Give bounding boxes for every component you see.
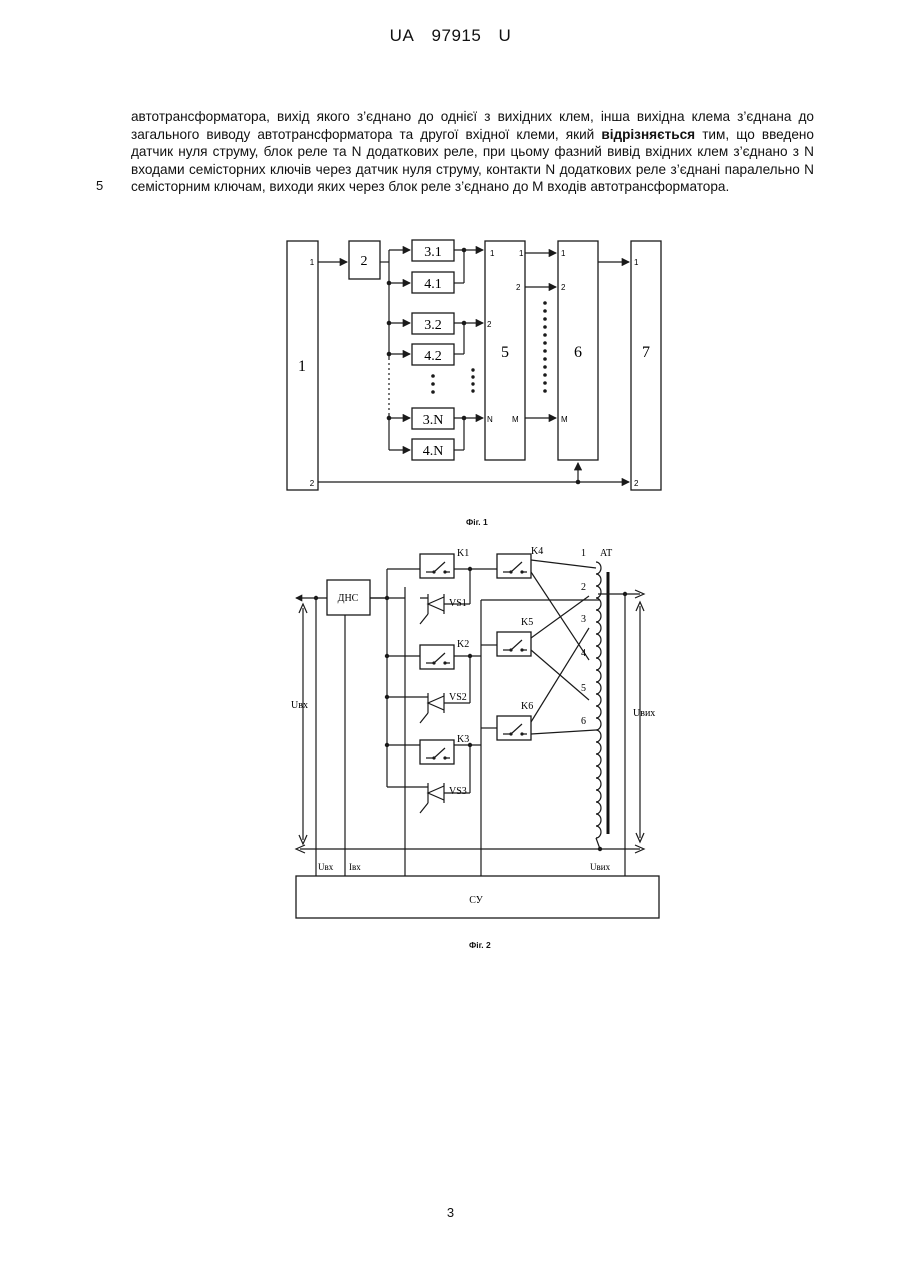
relay-k4 xyxy=(497,554,531,578)
u-out-label: Uвих xyxy=(633,708,655,719)
junction xyxy=(314,596,318,600)
u-in-label: Uвх xyxy=(291,700,308,711)
relay-k4-label: K4 xyxy=(531,546,543,557)
relay-k3 xyxy=(420,740,454,764)
relay-k3-label: K3 xyxy=(457,734,469,745)
relay-k6 xyxy=(497,716,531,740)
triac-vs3-label: VS3 xyxy=(449,786,467,797)
tap-4: 4 xyxy=(581,648,586,659)
triac-vs2-label: VS2 xyxy=(449,692,467,703)
wire-k6-tap-3 xyxy=(531,628,589,722)
su-input-u-out: Uвих xyxy=(590,862,611,872)
junction xyxy=(385,596,389,600)
su-input-i-in: Iвх xyxy=(349,862,361,872)
tap-6: 6 xyxy=(581,716,586,727)
wire-k6-tap-6 xyxy=(531,730,596,734)
tap-1: 1 xyxy=(581,548,586,559)
autotransformer-label: AT xyxy=(600,548,612,559)
wire-k4-tap-1 xyxy=(531,560,596,568)
su-input-u-in: Uвх xyxy=(318,862,334,872)
relay-k1-label: K1 xyxy=(457,548,469,559)
junction xyxy=(623,592,627,596)
winding-bottom-lead xyxy=(596,838,600,849)
relay-k5-label: K5 xyxy=(521,617,533,628)
triac-vs1-label: VS1 xyxy=(449,598,467,609)
tap-5: 5 xyxy=(581,683,586,694)
autotransformer-winding xyxy=(596,562,601,838)
zero-current-sensor-label: ДНС xyxy=(338,593,359,604)
page-number: 3 xyxy=(0,1205,901,1220)
relay-k2-label: K2 xyxy=(457,639,469,650)
relay-k6-label: K6 xyxy=(521,701,533,712)
tap-3: 3 xyxy=(581,614,586,625)
relay-k2 xyxy=(420,645,454,669)
control-unit-label: СУ xyxy=(469,895,484,906)
relay-k1 xyxy=(420,554,454,578)
figure-2-caption: Фіг. 2 xyxy=(469,940,491,950)
relay-k5 xyxy=(497,632,531,656)
tap-2: 2 xyxy=(581,582,586,593)
